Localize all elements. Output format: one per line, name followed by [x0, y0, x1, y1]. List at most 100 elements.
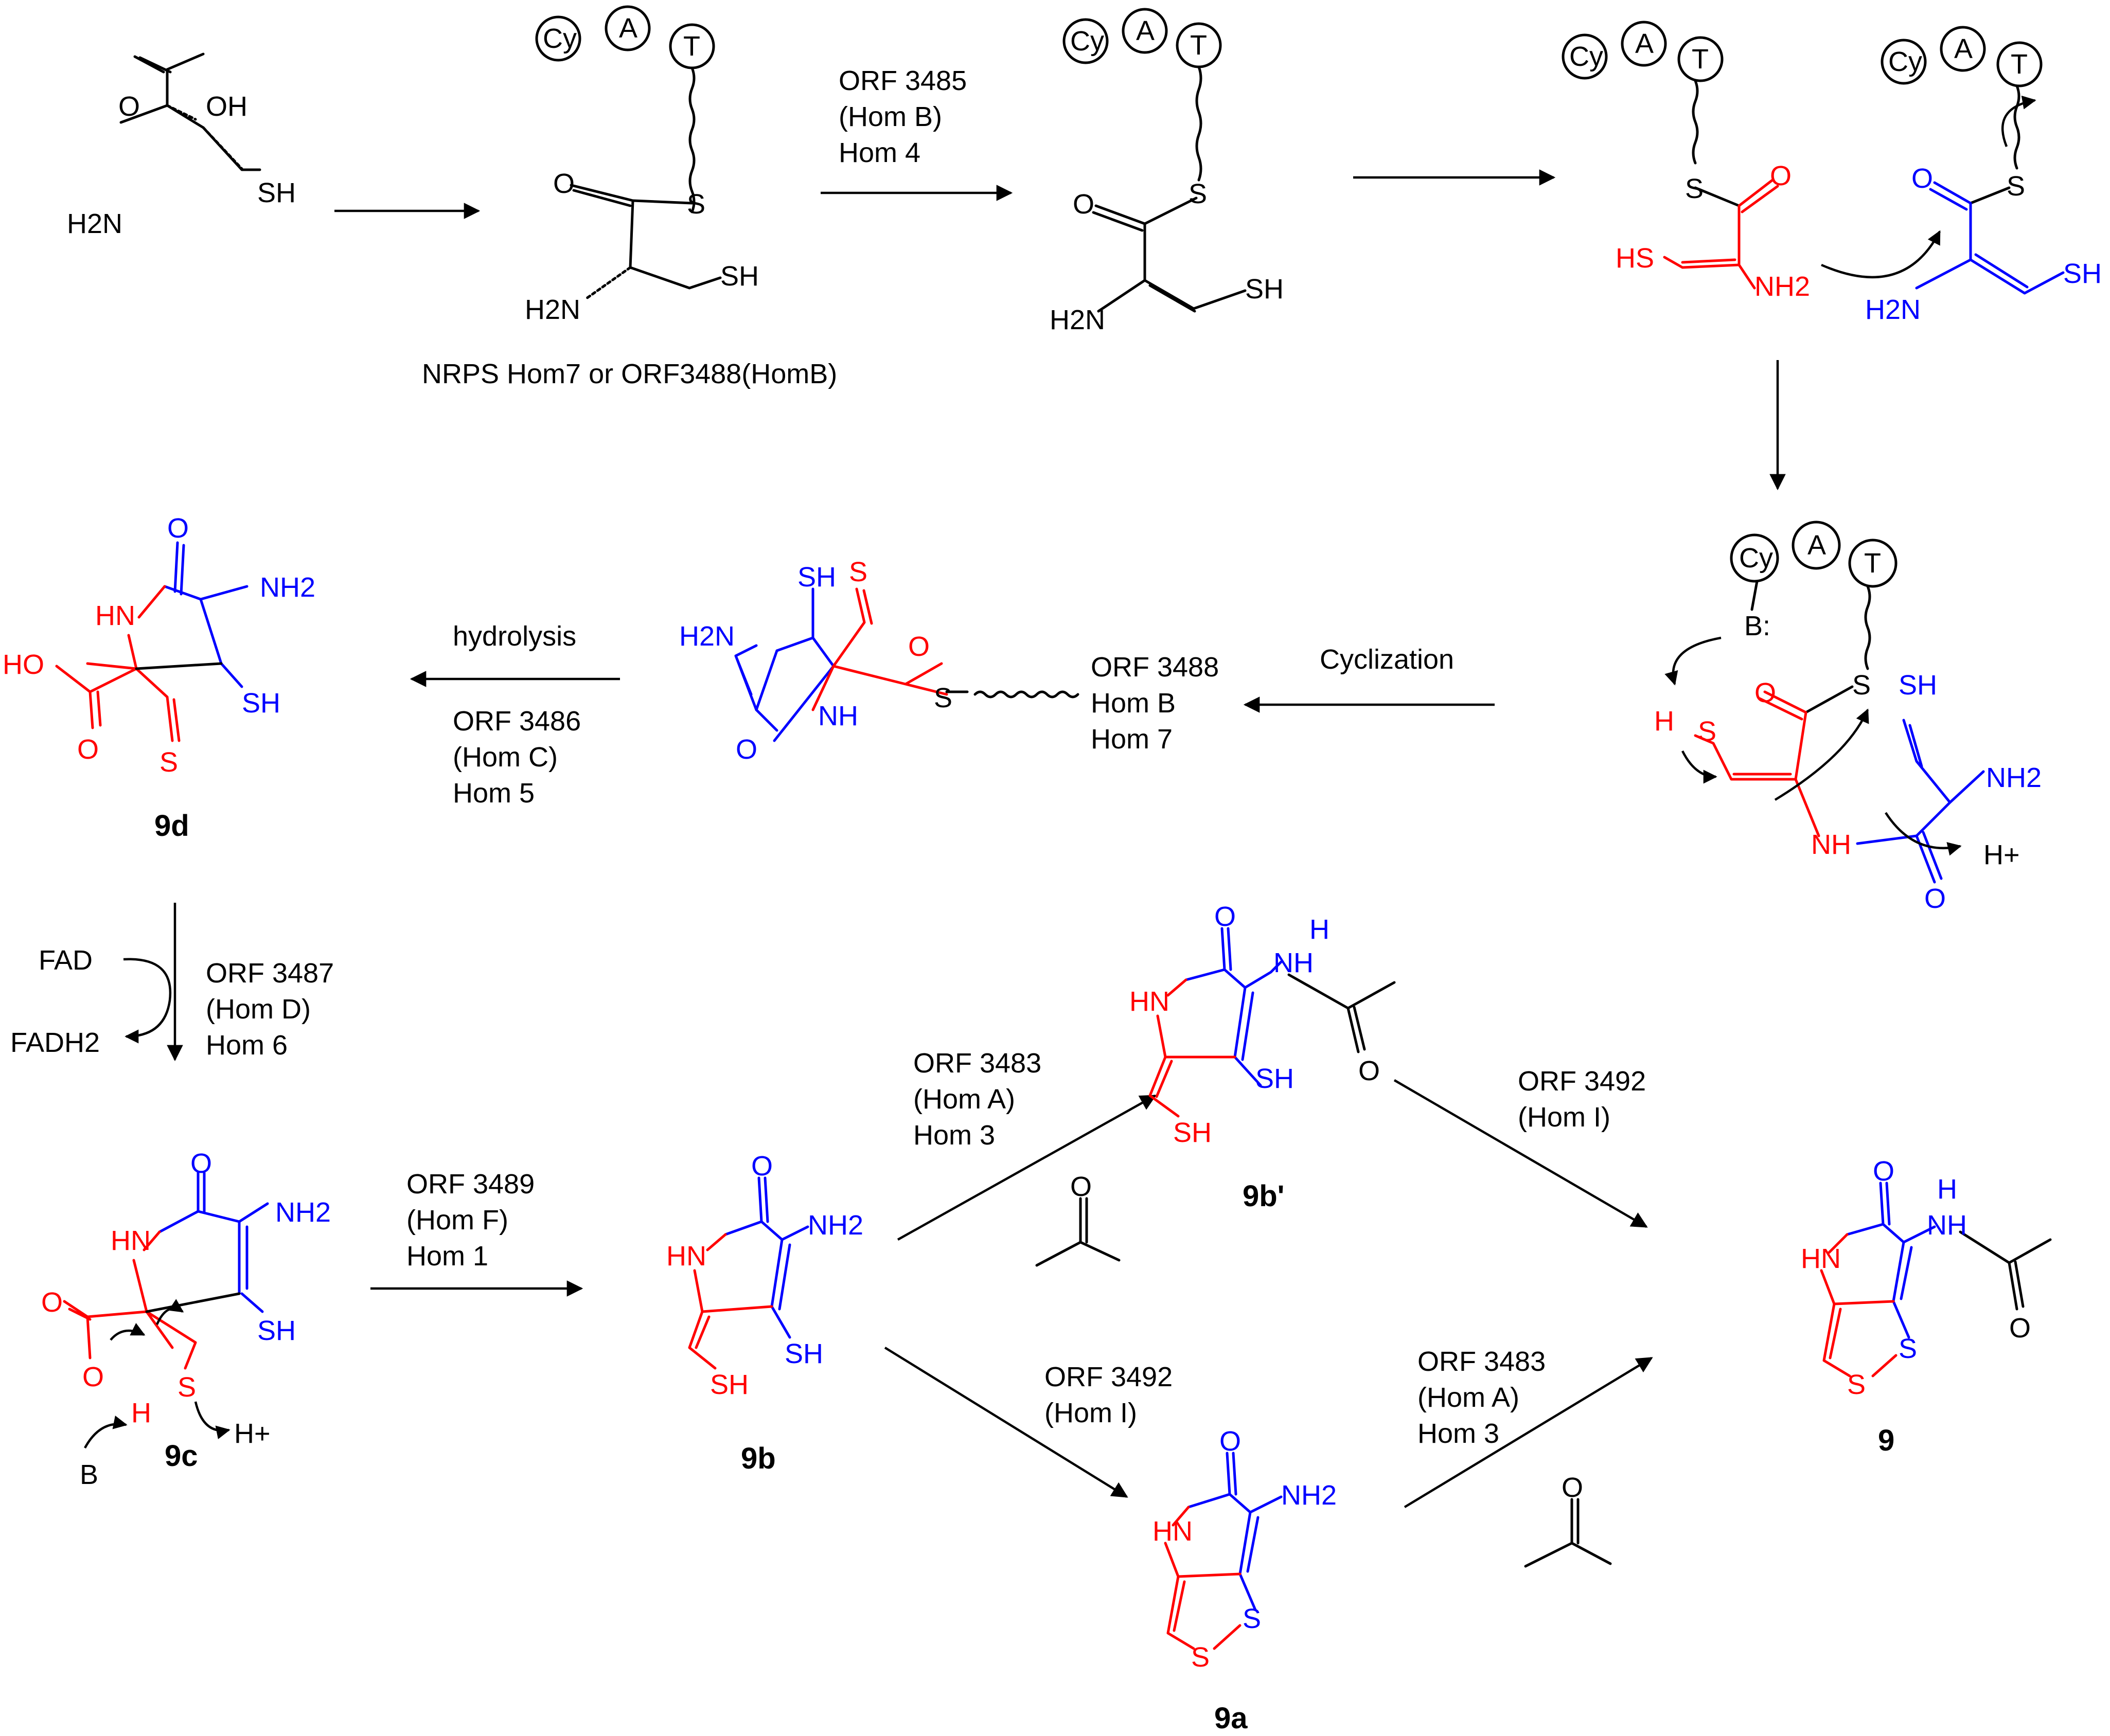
atom-label: O [190, 1148, 212, 1179]
domain-cy: Cy [1739, 543, 1773, 574]
enzyme-line: ORF 3492 [1044, 1362, 1173, 1392]
atom-label: H2N [679, 621, 735, 652]
domain-a: A [1954, 33, 1973, 64]
domain-a: A [1635, 28, 1654, 59]
nrps-module-4: Cy A T [1881, 26, 2043, 170]
enzyme-line: (Hom A) [1417, 1382, 1519, 1413]
hydrolysis-label: hydrolysis [453, 621, 576, 652]
curved-arrow [1664, 636, 1722, 686]
compound-9d-structure: O NH2 HN SH HO O S [3, 513, 315, 778]
domain-t: T [2011, 49, 2028, 80]
atom-label: SH [710, 1369, 749, 1400]
enzyme-line: ORF 3485 [839, 65, 967, 96]
curved-arrow [194, 1401, 230, 1439]
atom-label: HS [1616, 243, 1654, 274]
atom-label: H2N [67, 208, 122, 239]
atom-label: O [736, 734, 757, 765]
atom-label: HO [3, 649, 44, 680]
curved-arrow [155, 1299, 184, 1325]
atom-label: S [1243, 1603, 1261, 1634]
atom-label: H [131, 1398, 151, 1428]
atom-label: HN [1801, 1243, 1841, 1274]
enzyme-line: Hom 6 [206, 1030, 288, 1061]
compound-9c-structure: O NH2 HN SH O O H S H+ B [41, 1148, 331, 1490]
atom-label: H [1309, 914, 1329, 945]
enzyme-line: ORF 3487 [206, 958, 334, 989]
nrps-module-3: Cy A T [1562, 21, 1724, 165]
enzyme-line: ORF 3488 [1091, 652, 1219, 683]
acetyl-coa-upper: O [1035, 1171, 1121, 1267]
atom-label: H [1937, 1174, 1957, 1205]
atom-label: S [2007, 171, 2025, 202]
atom-label: SH [242, 688, 280, 719]
atom-label: H+ [234, 1418, 271, 1449]
enzyme-line: Hom B [1091, 688, 1176, 719]
curved-arrow [84, 1416, 128, 1449]
atom-label: SH [1245, 274, 1284, 305]
atom-label: HN [111, 1225, 151, 1256]
atom-label: NH2 [275, 1197, 331, 1228]
acetyl-coa-lower: O [1524, 1472, 1612, 1568]
curved-arrow [2001, 95, 2036, 147]
atom-label: O [1073, 189, 1094, 220]
atom-label: S [1698, 716, 1716, 747]
domain-t: T [1864, 548, 1881, 579]
red-dehydroalanine-unit: S O HS NH2 [1616, 160, 1810, 302]
atom-label: HN [95, 600, 135, 631]
curved-arrow [1774, 708, 1869, 801]
enzyme-line: ORF 3483 [1417, 1346, 1546, 1377]
atom-label: S [849, 557, 867, 587]
loading-note: NRPS Hom7 or ORF3488(HomB) [422, 359, 837, 389]
compound-9a-structure: O NH2 HN S S [1152, 1426, 1337, 1673]
atom-label: HN [1152, 1516, 1193, 1547]
enzyme-line: (Hom F) [406, 1205, 508, 1236]
compound-label: 9b [741, 1442, 776, 1475]
atom-label: S [1685, 173, 1704, 204]
atom-label: H [1654, 706, 1674, 737]
atom-label: NH2 [260, 572, 315, 603]
domain-cy: Cy [1070, 26, 1104, 57]
atom-label: O [167, 513, 189, 544]
cyclization-intermediate: S O H S NH SH NH2 O H+ [1654, 670, 2042, 914]
curved-arrow [1821, 230, 1941, 279]
domain-a: A [1136, 15, 1155, 46]
atom-label: B [80, 1459, 98, 1490]
blue-dehydroalanine-unit: S O H2N SH [1865, 163, 2102, 325]
domain-cy: Cy [1569, 41, 1603, 72]
atom-label: NH2 [808, 1210, 863, 1241]
domain-a: A [1807, 530, 1826, 561]
loaded-cysteine-thioester: S O H2N SH [525, 168, 759, 325]
enzyme-line: (Hom I) [1044, 1398, 1137, 1428]
compound-9b-prime-structure: O H NH O HN SH SH [1129, 901, 1396, 1148]
atom-label: NH2 [1754, 271, 1810, 302]
atom-label: S [159, 747, 178, 778]
cysteine-structure: O OH H2N SH [67, 52, 296, 239]
domain-t: T [1692, 44, 1709, 75]
cyclization-label: Cyclization [1320, 644, 1454, 675]
atom-label: NH2 [1986, 762, 2042, 793]
compound-9b-structure: O NH2 HN SH SH [666, 1151, 863, 1400]
atom-label: SH [1173, 1117, 1212, 1148]
atom-label: HN [666, 1241, 706, 1272]
atom-label: O [1562, 1472, 1583, 1503]
enzyme-line: ORF 3492 [1518, 1066, 1646, 1097]
atom-label: B: [1744, 611, 1770, 641]
atom-label: SH [257, 177, 296, 208]
atom-label: S [1847, 1369, 1866, 1400]
thioester-pyrrolidinone-intermediate: SH S O H2N O NH S [679, 557, 1079, 765]
enzyme-line: Hom 5 [453, 778, 535, 809]
reaction-arrow-9 [897, 1095, 1157, 1241]
enzyme-line: Hom 7 [1091, 724, 1173, 755]
atom-label: O [1214, 901, 1236, 932]
atom-label: H2N [1865, 294, 1921, 325]
atom-label: O [1924, 883, 1946, 914]
atom-label: O [77, 734, 99, 765]
atom-label: H2N [1050, 305, 1105, 335]
atom-label: NH [818, 701, 858, 731]
enzyme-line: Hom 1 [406, 1241, 488, 1272]
atom-label: O [1873, 1156, 1894, 1187]
dehydro-cysteine-thioester: S O H2N SH [1050, 178, 1284, 335]
atom-label: O [118, 91, 140, 122]
atom-label: H2N [525, 294, 580, 325]
